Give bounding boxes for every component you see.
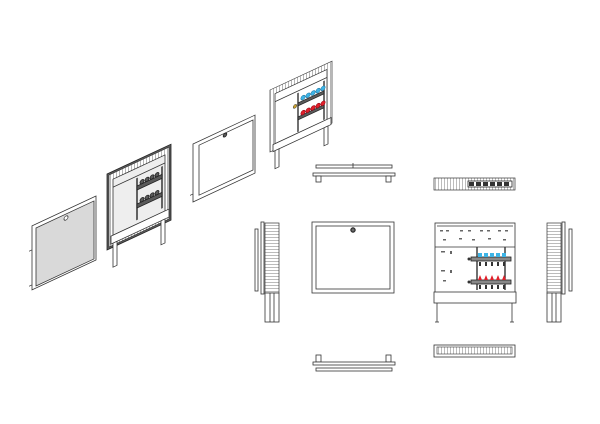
side-view-left bbox=[254, 221, 280, 323]
manifold-front bbox=[467, 247, 512, 290]
top-view-door bbox=[312, 163, 396, 183]
front-view-door bbox=[311, 221, 395, 294]
side-view-right bbox=[546, 221, 573, 323]
isometric-door bbox=[190, 114, 256, 203]
top-view-cabinet bbox=[433, 177, 516, 191]
isometric-door-closed bbox=[29, 195, 97, 291]
bottom-view-door bbox=[312, 354, 396, 372]
front-view-cabinet bbox=[433, 222, 517, 323]
manifold bbox=[136, 166, 163, 221]
isometric-cabinet-open bbox=[106, 143, 172, 268]
isometric-cabinet-manifold bbox=[269, 60, 333, 170]
bottom-view-cabinet bbox=[433, 344, 516, 358]
